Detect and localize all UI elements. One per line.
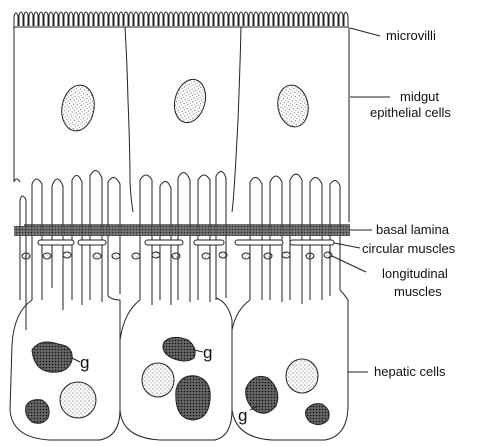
leader-microvilli	[350, 28, 380, 36]
label-longitudinal-line2: muscles	[394, 284, 442, 299]
label-microvilli: microvilli	[386, 28, 436, 43]
cell-boundary-1	[125, 27, 133, 212]
hepatic-nucleus	[142, 363, 174, 397]
longitudinal-muscle-row	[22, 252, 332, 259]
granule-cluster	[246, 376, 278, 413]
hepatic-nucleus	[60, 382, 96, 418]
label-circular-muscles: circular muscles	[362, 241, 456, 256]
epithelial-nucleus	[58, 83, 98, 134]
g-pointer	[72, 358, 80, 362]
label-hepatic-cells: hepatic cells	[374, 364, 446, 379]
granule-cluster	[306, 404, 330, 425]
cell-boundary-2	[232, 27, 241, 212]
hepatic-cell-middle	[120, 298, 232, 440]
basal-lamina-band	[14, 224, 350, 236]
hepatic-nucleus	[286, 359, 318, 393]
basal-processes	[14, 170, 340, 330]
granule-cluster	[176, 376, 210, 420]
granule-cluster	[26, 400, 50, 424]
granule-mark: g	[238, 406, 247, 425]
microvilli-border	[14, 12, 348, 26]
leader-longitudinal-muscles	[332, 256, 366, 272]
label-basal-lamina: basal lamina	[376, 222, 450, 237]
leader-circular-muscles	[334, 243, 360, 248]
granule-mark: g	[203, 343, 212, 362]
granule-mark: g	[80, 353, 89, 372]
epithelial-nucleus	[170, 76, 210, 126]
epithelial-nucleus	[275, 83, 312, 130]
granule-cluster	[163, 337, 195, 361]
label-midgut-line2: epithelial cells	[370, 105, 451, 120]
label-midgut-line1: midgut	[400, 89, 439, 104]
label-longitudinal-line1: longitudinal	[382, 266, 448, 281]
granule-cluster	[32, 342, 72, 372]
